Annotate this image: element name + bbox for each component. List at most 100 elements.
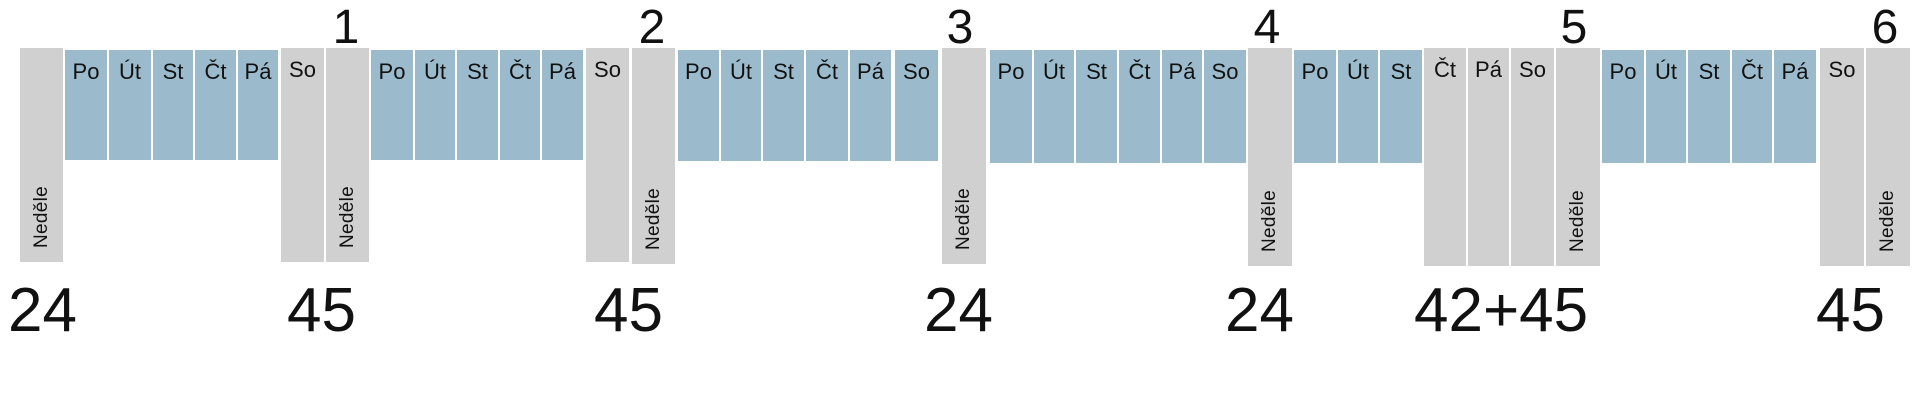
day-label: So	[289, 57, 316, 82]
day-label: Po	[72, 59, 100, 84]
hours-total: 45	[287, 276, 356, 345]
day-label: Po	[685, 59, 712, 84]
day-cell-ut: Út	[415, 50, 455, 160]
hours-total: 24	[924, 276, 993, 345]
day-cell-ct: Čt	[1424, 48, 1466, 266]
day-label: St	[1698, 59, 1720, 84]
day-cell-po: Po	[65, 50, 107, 160]
day-cell-sunday: Neděle	[632, 48, 675, 264]
day-label: Pá	[244, 59, 272, 84]
day-cell-pa: Pá	[1162, 50, 1202, 163]
day-cell-so: So	[1204, 50, 1246, 163]
day-label: Neděle	[30, 185, 52, 248]
day-label: Pá	[1475, 57, 1502, 82]
day-label: Út	[1347, 59, 1369, 84]
day-cell-st: St	[763, 50, 804, 161]
day-cell-sunday: Neděle	[1556, 48, 1600, 266]
day-label: Út	[1043, 59, 1065, 84]
day-cell-ut: Út	[721, 50, 761, 161]
day-cell-po: Po	[678, 50, 719, 161]
week-number: 2	[638, 1, 666, 54]
day-cell-po: Po	[1602, 50, 1644, 163]
day-label: So	[1211, 59, 1239, 84]
day-cell-so: So	[281, 48, 324, 262]
day-label: So	[594, 57, 621, 82]
hours-total: 45	[1816, 276, 1885, 345]
day-label: Čt	[509, 59, 531, 84]
day-label: Čt	[204, 59, 227, 84]
day-cell-po: Po	[990, 50, 1032, 163]
hours-total: 45	[594, 276, 663, 345]
day-cell-ut: Út	[1034, 50, 1074, 163]
day-cell-sunday: Neděle	[20, 48, 63, 262]
day-cell-po: Po	[371, 50, 413, 160]
day-label: Út	[424, 59, 446, 84]
day-cell-sunday: Neděle	[942, 48, 986, 264]
day-cell-po: Po	[1294, 50, 1336, 163]
day-label: Po	[378, 59, 406, 84]
day-cell-pa: Pá	[1468, 48, 1509, 266]
day-label: St	[1390, 59, 1412, 84]
day-label: Neděle	[1259, 189, 1280, 252]
day-cell-pa: Pá	[238, 50, 278, 160]
day-cell-st: St	[457, 50, 498, 160]
day-cell-so: So	[1511, 48, 1554, 266]
day-cell-ct: Čt	[1119, 50, 1160, 163]
day-cell-so: So	[1820, 48, 1864, 266]
day-label: Po	[997, 59, 1025, 84]
day-label: Čt	[1741, 59, 1763, 84]
day-cell-pa: Pá	[1774, 50, 1816, 163]
hours-total: 24	[1225, 276, 1294, 345]
day-label: St	[773, 59, 794, 84]
day-cell-ut: Út	[1338, 50, 1378, 163]
day-label: St	[467, 59, 488, 84]
day-cell-sunday: Neděle	[1866, 48, 1910, 266]
day-label: Čt	[1128, 59, 1151, 84]
day-label: Neděle	[1567, 189, 1588, 252]
week-number: 5	[1560, 1, 1588, 54]
day-cell-ct: Čt	[1732, 50, 1772, 163]
day-cell-pa: Pá	[850, 50, 891, 161]
day-label: St	[1086, 59, 1107, 84]
hours-total: 42+45	[1414, 276, 1589, 345]
day-cell-ct: Čt	[806, 50, 848, 161]
day-label: Neděle	[642, 187, 664, 250]
day-label: So	[903, 59, 930, 84]
day-label: Út	[1655, 59, 1677, 84]
hours-total: 24	[8, 276, 77, 345]
day-cell-st: St	[153, 50, 193, 160]
day-label: Neděle	[1877, 189, 1898, 252]
day-cell-sunday: Neděle	[326, 48, 369, 262]
day-label: Neděle	[953, 187, 974, 250]
week-number: 6	[1871, 1, 1899, 54]
week-number: 4	[1253, 1, 1281, 54]
day-label: Pá	[1781, 59, 1809, 84]
day-label: Čt	[816, 59, 838, 84]
day-cell-st: St	[1688, 50, 1730, 163]
day-label: Po	[1301, 59, 1329, 84]
day-label: So	[1828, 57, 1856, 82]
day-cell-ct: Čt	[195, 50, 236, 160]
week-number: 3	[946, 1, 974, 54]
day-cell-ut: Út	[109, 50, 151, 160]
day-cell-st: St	[1380, 50, 1422, 163]
day-label: Po	[1609, 59, 1637, 84]
day-cell-so: So	[895, 50, 938, 161]
day-cell-st: St	[1076, 50, 1117, 163]
day-label: Út	[730, 59, 752, 84]
day-cell-ct: Čt	[500, 50, 540, 160]
day-label: Čt	[1434, 57, 1456, 82]
week-number: 1	[332, 1, 360, 54]
day-cell-pa: Pá	[542, 50, 583, 160]
day-cell-ut: Út	[1646, 50, 1686, 163]
day-label: Pá	[549, 59, 576, 84]
day-cell-so: So	[586, 48, 629, 262]
day-label: Út	[119, 59, 141, 84]
day-label: Pá	[857, 59, 884, 84]
day-label: Neděle	[336, 185, 358, 248]
day-label: So	[1519, 57, 1546, 82]
day-cell-sunday: Neděle	[1248, 48, 1292, 266]
day-label: St	[162, 59, 184, 84]
day-label: Pá	[1168, 59, 1196, 84]
